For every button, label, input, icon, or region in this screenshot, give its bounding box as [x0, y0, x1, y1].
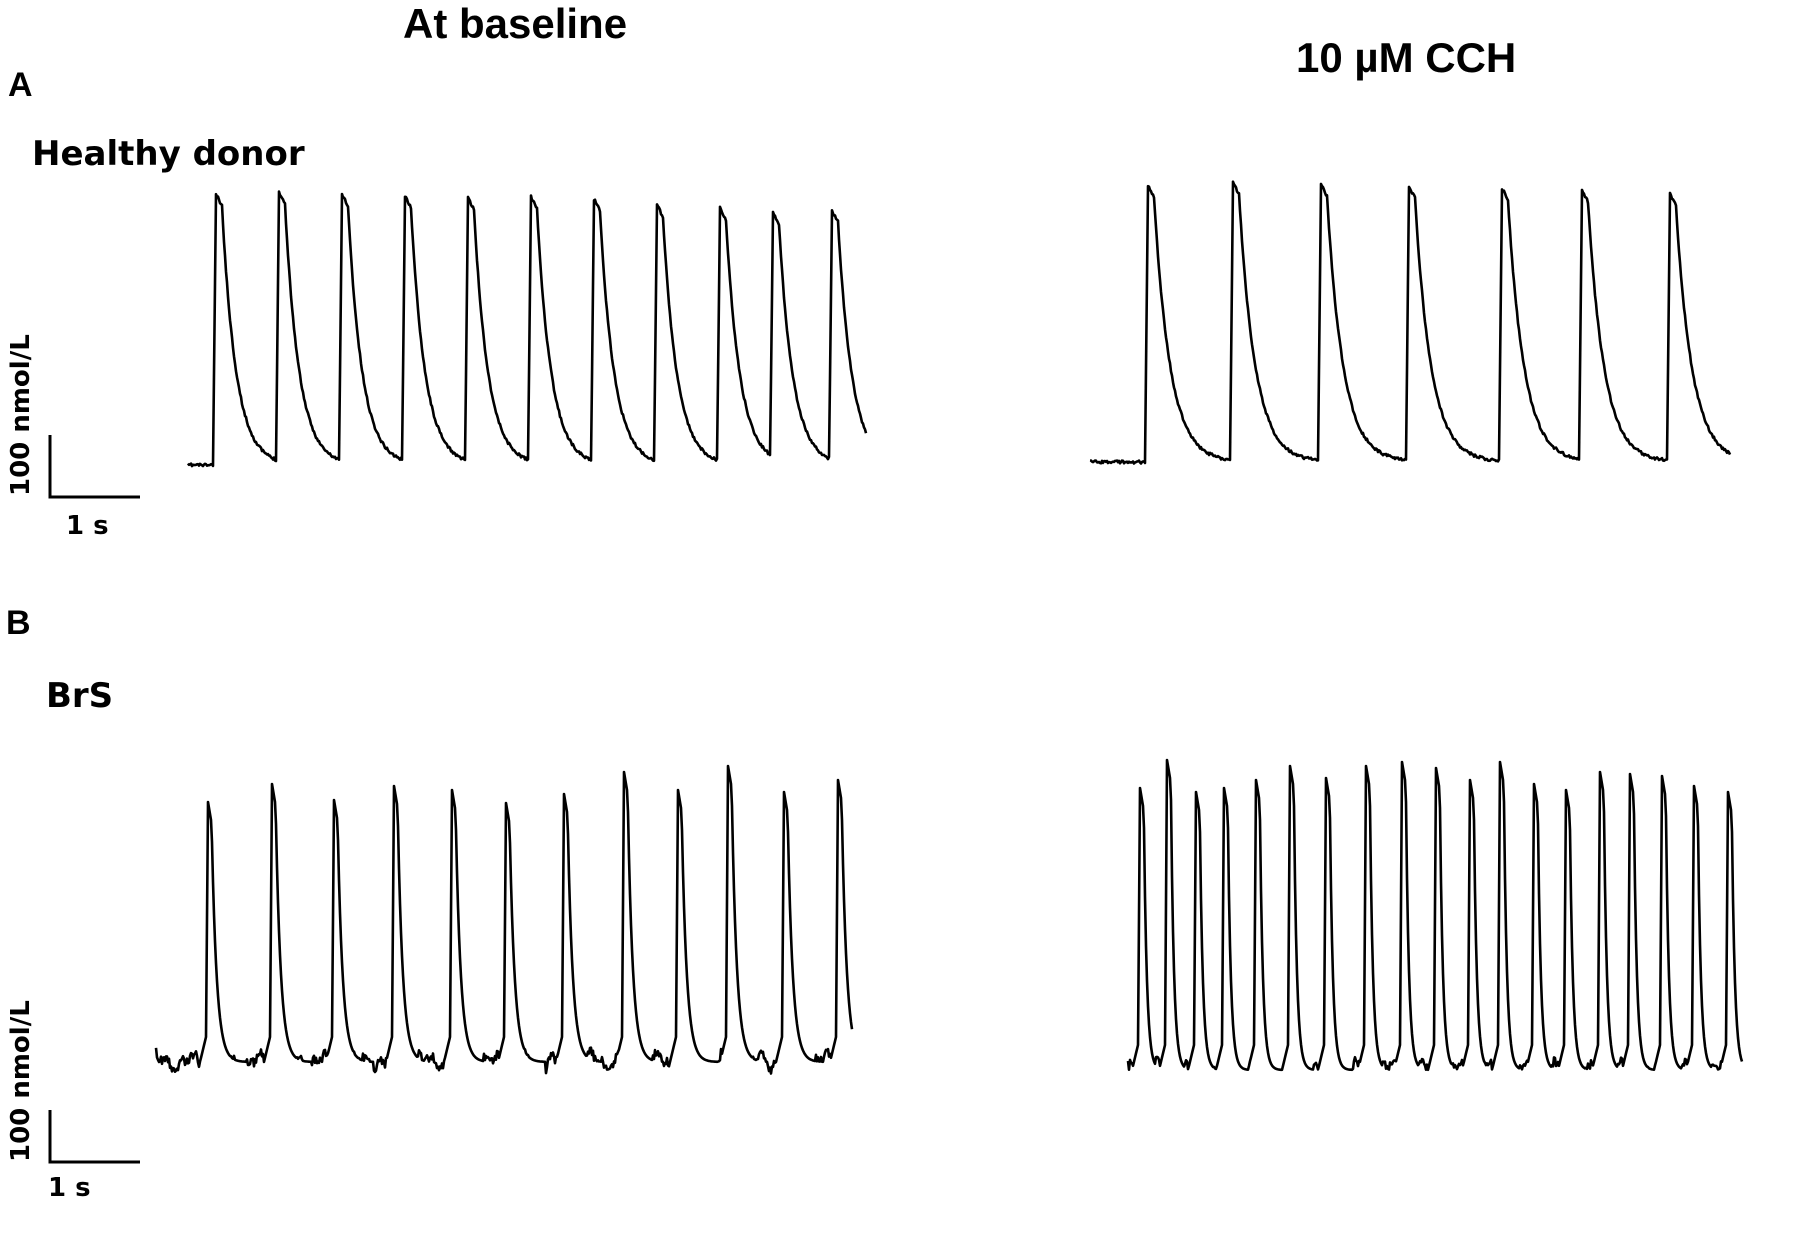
scale-bar-b-xlabel: 1 s [48, 1173, 91, 1203]
group-label-brs: BrS [46, 676, 114, 716]
trace-brs-cch [1126, 758, 1744, 1072]
trace-brs-baseline [154, 764, 854, 1075]
scale-bar-a-lines [48, 435, 140, 499]
trace-healthy-baseline [186, 190, 868, 468]
column-title-cch: 10 µM CCH [1296, 34, 1517, 81]
scale-bar-a: 100 nmol/L 1 s [6, 334, 140, 541]
trace-healthy-cch [1089, 180, 1732, 465]
scale-bar-b-ylabel: 100 nmol/L [6, 1000, 36, 1162]
scale-bar-b-lines [48, 1110, 140, 1164]
column-title-baseline: At baseline [403, 0, 628, 47]
scale-bar-a-xlabel: 1 s [66, 511, 109, 541]
scale-bar-a-ylabel: 100 nmol/L [6, 334, 36, 496]
panel-letter-b: B [6, 604, 31, 642]
panel-letter-a: A [8, 66, 33, 104]
scale-bar-b: 100 nmol/L 1 s [6, 1000, 140, 1203]
group-label-healthy-donor: Healthy donor [32, 134, 305, 174]
